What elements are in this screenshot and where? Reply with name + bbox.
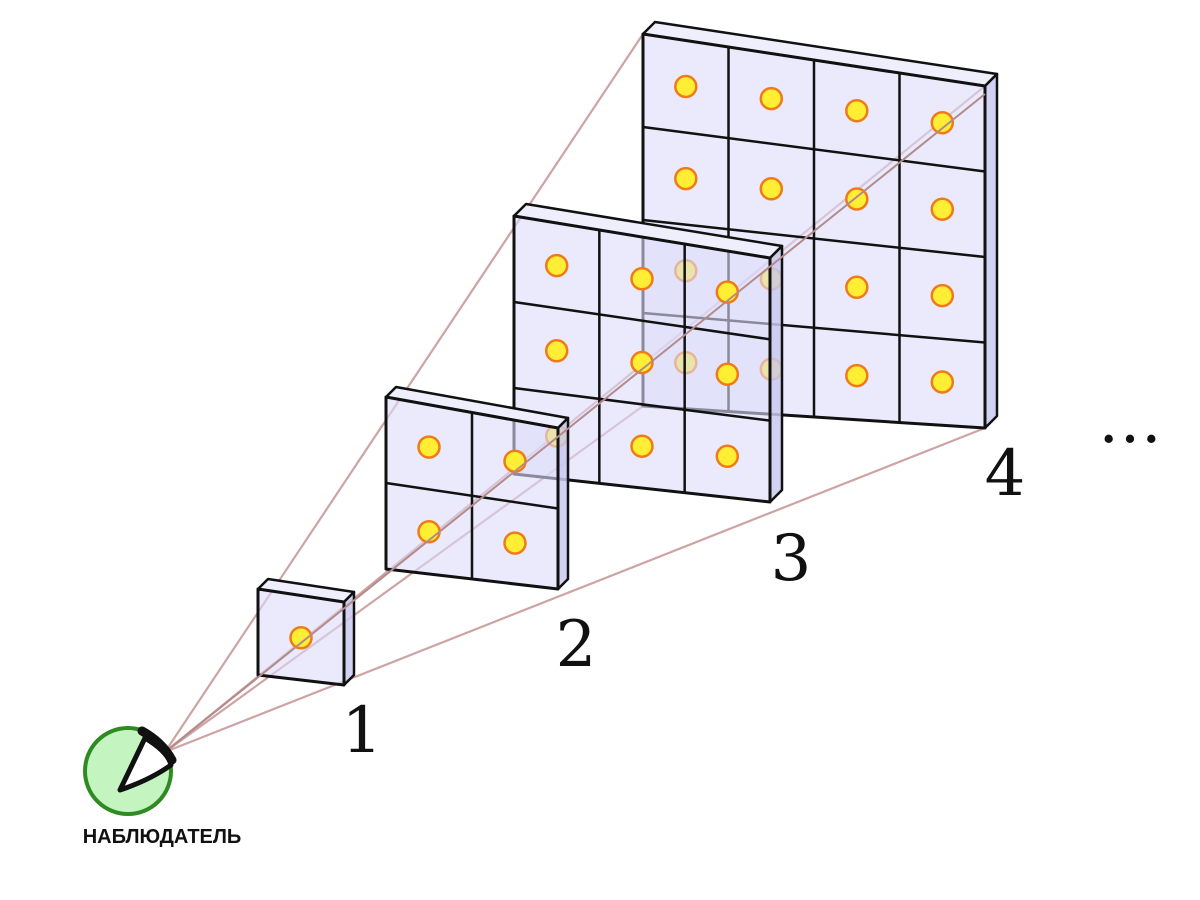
ellipsis-mark: … [1098, 384, 1162, 458]
frame-label: 1 [342, 694, 383, 768]
pixel-dot [503, 531, 527, 555]
observer-label: НАБЛЮДАТЕЛЬ [83, 826, 242, 848]
pixel-dot [715, 444, 740, 469]
pixel-dot [417, 435, 441, 459]
pixel-dot [289, 626, 313, 650]
eye-lid [137, 726, 177, 765]
sight-ray [164, 426, 986, 754]
grid-line [513, 300, 771, 341]
pixel-dot [930, 110, 955, 135]
pixel-dot [630, 267, 654, 291]
pixel-dot [715, 280, 740, 304]
frame-label: 2 [556, 608, 597, 682]
frames-stack: 4 3 2 1 [164, 20, 1026, 768]
frame-label: 4 [985, 437, 1026, 511]
frame-side-face [768, 244, 784, 504]
pixel-dot [845, 363, 869, 388]
grid-line [513, 386, 771, 422]
frame-2: 2 [384, 385, 597, 682]
frame-1: 1 [256, 577, 383, 768]
grid-line [642, 218, 986, 259]
pixel-dot [630, 350, 654, 375]
pixel-dot [715, 362, 740, 386]
pixel-dot [544, 339, 569, 363]
pixel-dot [503, 449, 527, 473]
pixel-dot [630, 434, 654, 458]
pixel-dot [845, 275, 869, 300]
central-ray [164, 93, 986, 753]
pixel-dot [674, 166, 698, 191]
grid-line [385, 481, 559, 510]
pixel-dot [845, 98, 869, 123]
pixel-dot [930, 370, 955, 394]
frame-3: 3 [512, 202, 812, 596]
pixel-dot [759, 86, 784, 111]
pixel-dot [544, 253, 569, 278]
frame-label: 3 [771, 522, 812, 596]
observer: НАБЛЮДАТЕЛЬ [83, 726, 242, 848]
pixel-dot [759, 177, 784, 201]
frame-side-face [983, 72, 999, 430]
pixel-dot [674, 74, 698, 99]
pixel-dot [930, 283, 955, 308]
pixel-dot [930, 197, 955, 221]
